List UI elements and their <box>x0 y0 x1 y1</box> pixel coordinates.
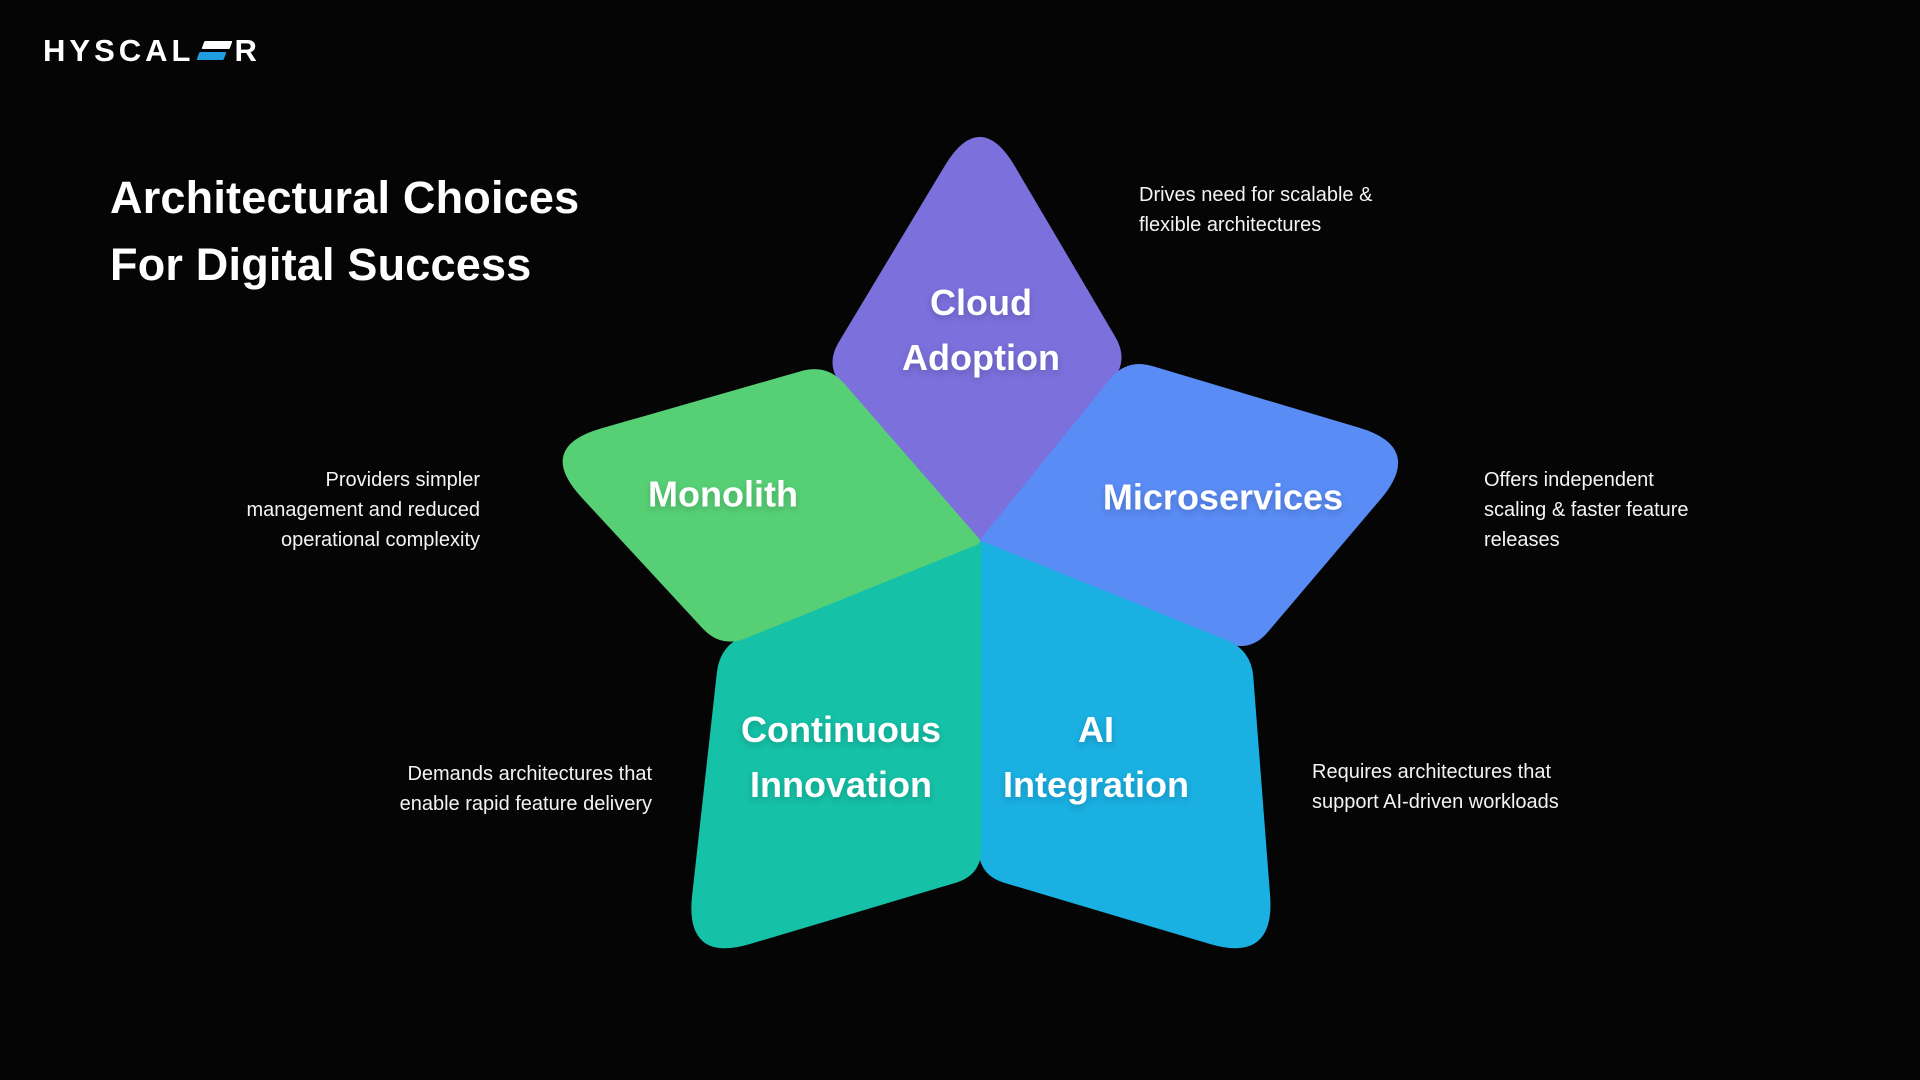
annotation-cloud-adoption: Drives need for scalable & flexible arch… <box>1139 184 1373 236</box>
segment-label-monolith: Monolith <box>648 473 798 515</box>
annotation-ai-integration: Requires architectures that support AI-d… <box>1312 761 1559 813</box>
star-segment-monolith <box>562 369 980 642</box>
segment-label-cloud-adoption: Cloud Adoption <box>902 282 1060 378</box>
annotation-monolith: Providers simpler management and reduced… <box>246 469 481 551</box>
segment-label-microservices: Microservices <box>1102 476 1344 518</box>
annotation-continuous-innovation: Demands architectures that enable rapid … <box>399 763 652 815</box>
star-segment-continuous-innovation <box>691 541 982 949</box>
logo-text-right: R <box>234 33 261 68</box>
page-title: Architectural Choices For Digital Succes… <box>110 172 580 290</box>
annotation-microservices: Offers independent scaling & faster feat… <box>1484 469 1689 551</box>
star-segment-ai-integration <box>978 541 1271 949</box>
star-segment-microservices <box>980 364 1398 646</box>
segment-label-continuous-innovation: Continuous Innovation <box>741 709 941 805</box>
segment-label-ai-integration: AI Integration <box>1003 709 1189 805</box>
logo-text-left: HYSCAL <box>43 33 195 68</box>
logo: HYSCAL R <box>43 34 261 68</box>
